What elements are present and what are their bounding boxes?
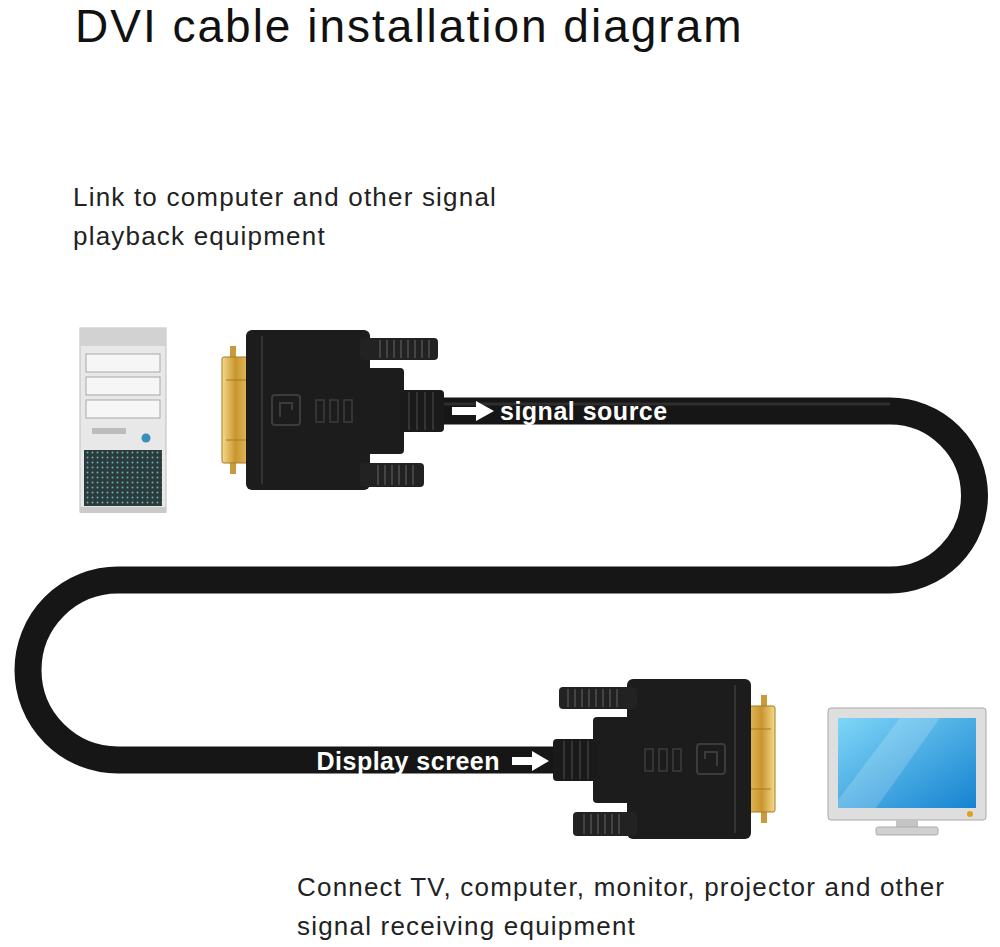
title-holder: DVI cable installation diagram	[75, 0, 744, 52]
drive-bay	[86, 354, 160, 372]
label-holder: Link to computer and other signal playba…	[73, 178, 513, 256]
tower-case	[80, 328, 166, 512]
arrow-marker	[512, 751, 549, 771]
monitor-icon	[828, 708, 986, 835]
monitor-screen	[838, 718, 976, 808]
source-note: Link to computer and other signal playba…	[73, 178, 513, 256]
power-button	[142, 434, 151, 443]
cable-label: signal source	[500, 396, 668, 426]
label-holder: Display screen	[317, 746, 501, 776]
arrow-marker	[452, 401, 494, 421]
cable	[28, 411, 975, 760]
dvi-connector	[222, 330, 444, 490]
drive-bay	[86, 400, 160, 418]
tower-base	[80, 507, 166, 513]
diagram-title: DVI cable installation diagram	[75, 0, 744, 52]
screen-glare	[838, 718, 940, 808]
tower-lid	[80, 328, 166, 346]
drive-bay	[86, 377, 160, 395]
floppy-slot	[92, 428, 126, 434]
tower-grill	[84, 450, 162, 506]
power-light	[967, 811, 973, 817]
label-holder: signal source	[500, 396, 668, 426]
monitor-base	[876, 827, 938, 835]
monitor-frame	[828, 708, 986, 820]
display-note: Connect TV, computer, monitor, projector…	[297, 868, 987, 946]
computer-icon	[80, 328, 166, 513]
cable-label: Display screen	[317, 746, 501, 776]
dvi-connector	[553, 679, 775, 839]
label-holder: Connect TV, computer, monitor, projector…	[297, 868, 987, 946]
